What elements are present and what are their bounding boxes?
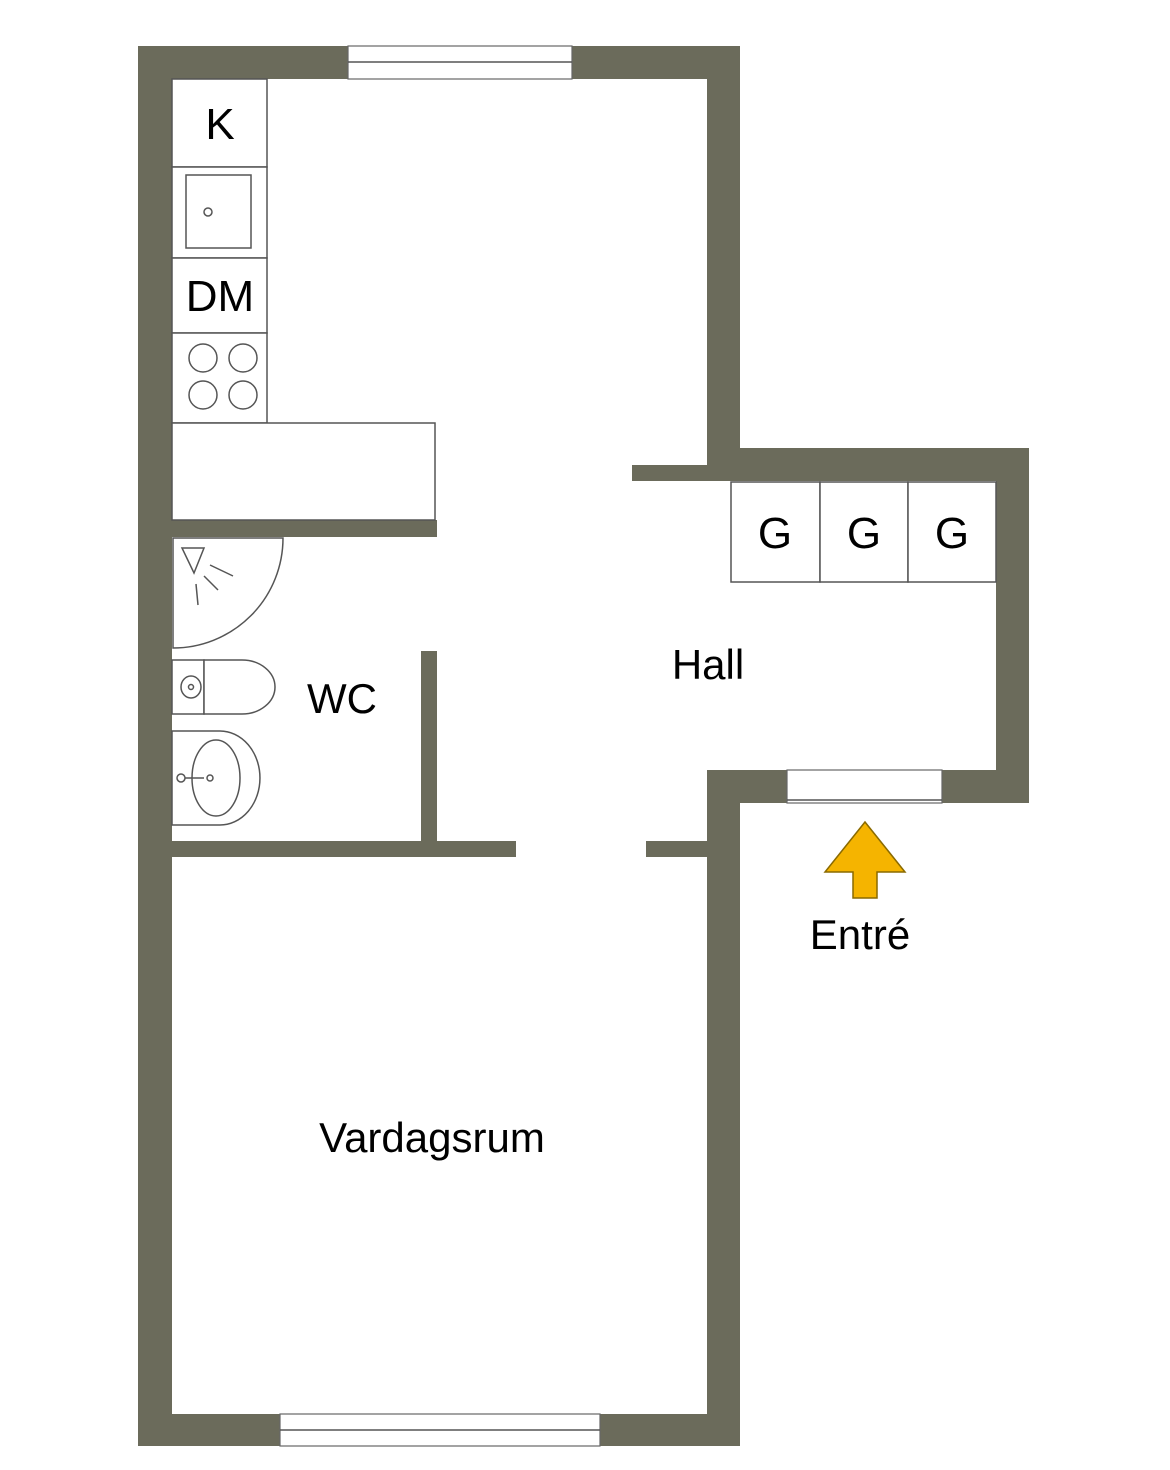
wall-hall-top — [707, 448, 1029, 481]
wardrobe-2 — [819, 481, 909, 583]
fridge-box — [171, 78, 268, 168]
hall-wardrobes: G G G — [730, 481, 997, 583]
washbasin-icon — [171, 730, 261, 826]
wall-hall-right — [996, 448, 1029, 803]
kitchen-counter — [171, 422, 436, 521]
wall-wc-bottom — [172, 841, 516, 857]
wc-fixtures: WC — [171, 537, 377, 826]
hall-label: Hall — [672, 641, 744, 688]
windows — [279, 45, 601, 1447]
wall-hall-stub — [632, 465, 710, 481]
wardrobe-2-label: G — [847, 509, 881, 558]
entrance-door — [786, 769, 943, 804]
wall-left — [138, 46, 172, 1446]
entrance-label: Entré — [810, 911, 910, 958]
wardrobe-1-label: G — [758, 509, 792, 558]
living-room-label: Vardagsrum — [319, 1114, 545, 1161]
wall-hall-bottom-right — [942, 770, 1029, 803]
stove-icon — [188, 343, 258, 410]
wall-living-stub — [646, 841, 710, 857]
shower-icon — [172, 537, 284, 649]
dishwasher-label: DM — [186, 272, 254, 321]
wall-wc-right — [421, 651, 437, 857]
kitchen-sink-icon — [185, 174, 252, 249]
exterior-walls — [138, 46, 1029, 1446]
wall-right-upper — [707, 46, 740, 481]
interior-walls — [172, 465, 710, 857]
wardrobe-1 — [730, 481, 821, 583]
fridge-label: K — [205, 100, 234, 149]
wardrobe-3 — [907, 481, 997, 583]
toilet-icon — [171, 659, 276, 715]
wall-kitchen-wc — [172, 520, 437, 537]
kitchen: K DM — [171, 78, 436, 521]
wc-label: WC — [307, 675, 377, 722]
wall-right-lower — [707, 770, 740, 1446]
stove-box — [171, 332, 268, 424]
wardrobe-3-label: G — [935, 509, 969, 558]
dishwasher-box — [171, 257, 268, 334]
entrance-arrow-icon — [823, 820, 907, 899]
entrance-door-opening — [786, 769, 943, 804]
